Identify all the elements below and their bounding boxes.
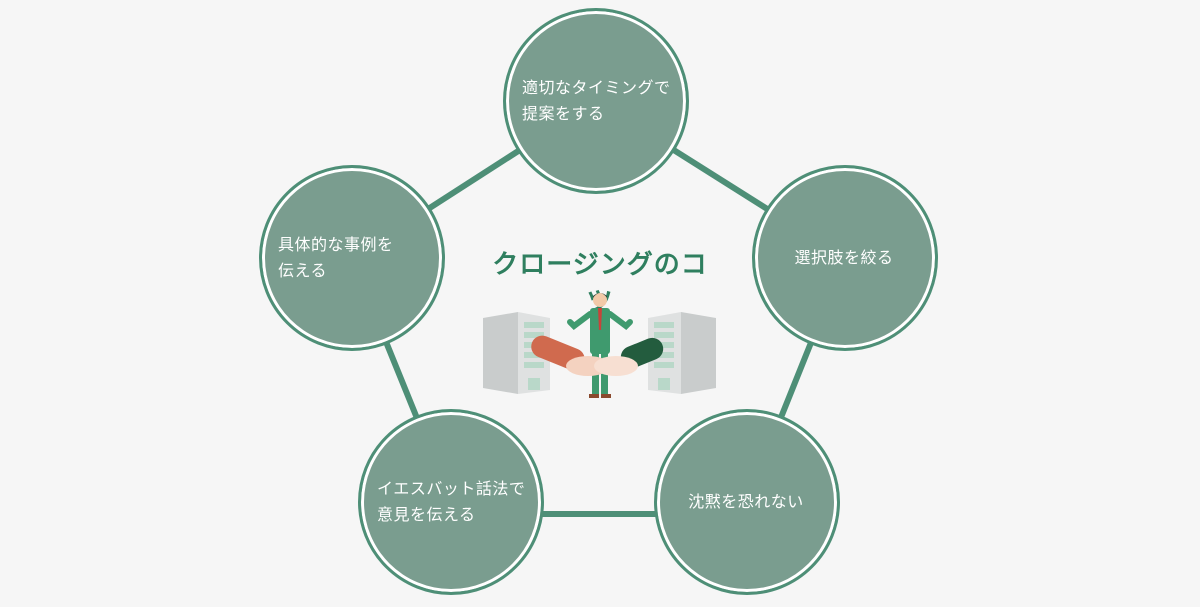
node-narrow-choices: 選択肢を絞る bbox=[752, 165, 938, 351]
handshake-icon bbox=[531, 335, 664, 376]
diagram-title: クロージングのコツ bbox=[492, 250, 708, 317]
node-appropriate-timing: 適切なタイミングで 提案をする bbox=[503, 8, 689, 194]
node-label: 選択肢を絞る bbox=[794, 248, 894, 267]
node-label: 具体的な事例を 伝える bbox=[278, 235, 394, 280]
node-dont-fear-silence: 沈黙を恐れない bbox=[654, 409, 840, 595]
business-handshake-illustration bbox=[483, 293, 716, 398]
right-building-icon bbox=[648, 312, 716, 394]
node-label: イエスバット話法で 意見を伝える bbox=[377, 479, 526, 524]
node-yes-but-technique: イエスバット話法で 意見を伝える bbox=[358, 409, 544, 595]
businessman-icon bbox=[567, 293, 633, 398]
node-label: 適切なタイミングで 提案をする bbox=[522, 78, 671, 123]
node-concrete-examples: 具体的な事例を 伝える bbox=[259, 165, 445, 351]
node-label: 沈黙を恐れない bbox=[688, 492, 804, 511]
